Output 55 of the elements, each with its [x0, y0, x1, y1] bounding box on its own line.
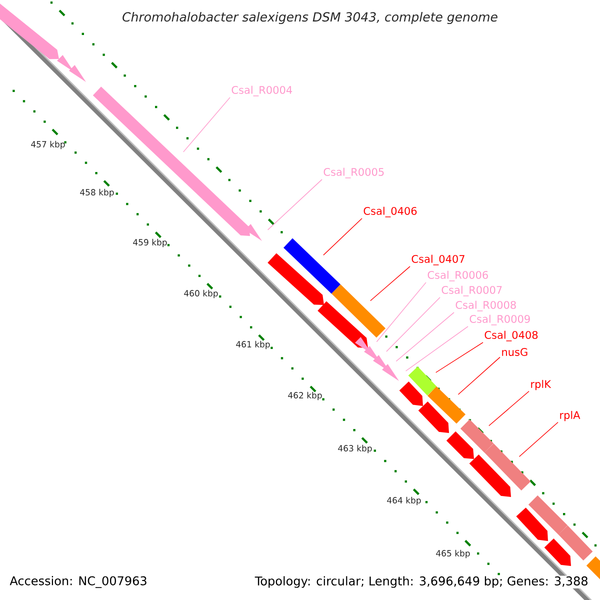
scale-label: 465 kbp	[436, 550, 470, 558]
leader-line	[386, 297, 440, 352]
gene-feature	[528, 495, 568, 535]
gene-label: rplA	[560, 410, 580, 422]
gene-label: Csal_R0004	[232, 86, 292, 96]
gene-label: Csal_R0008	[456, 300, 516, 312]
gene-label: Csal_R0009	[470, 314, 530, 326]
scale-label: 458 kbp	[80, 188, 114, 198]
leader-line	[488, 390, 530, 426]
gene-feature	[284, 238, 340, 294]
leader-line	[436, 342, 484, 373]
leader-line	[396, 312, 454, 362]
gene-label: Csal_0406	[364, 206, 417, 218]
title: Chromohalobacter salexigens DSM 3043, complete genome	[121, 10, 499, 26]
scale-label: 460 kbp	[184, 290, 218, 298]
info-text: Accession: NC_007963	[9, 576, 148, 588]
gene-feature	[318, 301, 368, 348]
gene-feature	[469, 454, 511, 497]
info-text: Topology: circular; Length: 3,696,649 bp; Genes: 3,388	[254, 576, 589, 588]
gene-feature	[428, 386, 466, 424]
gene-feature	[586, 556, 600, 580]
gene-feature	[484, 444, 531, 491]
gene-feature	[544, 538, 571, 566]
scale-label: 463 kbp	[338, 444, 372, 454]
gene-label: nusG	[502, 348, 528, 356]
gene-feature	[516, 508, 548, 541]
leader-line	[518, 422, 558, 457]
leader-line	[370, 266, 410, 302]
scale-label: 461 kbp	[236, 340, 270, 350]
gene-feature	[69, 65, 86, 82]
scale-label: 457 kbp	[31, 140, 65, 150]
gene-label: Csal_R0005	[324, 168, 384, 178]
gene-feature	[408, 366, 437, 396]
gene-feature	[382, 364, 399, 381]
gene-label: Csal_0407	[412, 254, 464, 266]
leader-line	[405, 326, 468, 372]
gene-feature	[57, 55, 74, 72]
gene-feature	[460, 419, 494, 453]
gene-feature	[446, 431, 474, 459]
gene-feature	[418, 402, 449, 433]
gene-label: rplK	[531, 380, 552, 390]
leader-line	[183, 97, 230, 152]
scale-label: 464 kbp	[387, 496, 421, 506]
gene-feature	[331, 284, 386, 338]
scale-label: 462 kbp	[288, 392, 322, 400]
gene-label: Csal_R0007	[442, 286, 502, 296]
leader-line	[458, 356, 500, 395]
leader-line	[323, 218, 362, 256]
gene-feature	[399, 382, 423, 406]
gene-feature	[558, 526, 593, 561]
leader-line	[267, 179, 322, 230]
gene-feature	[268, 253, 324, 305]
leader-line	[376, 282, 426, 342]
gene-label: Csal_0408	[484, 330, 538, 342]
gene-label: Csal_R0006	[428, 270, 488, 282]
